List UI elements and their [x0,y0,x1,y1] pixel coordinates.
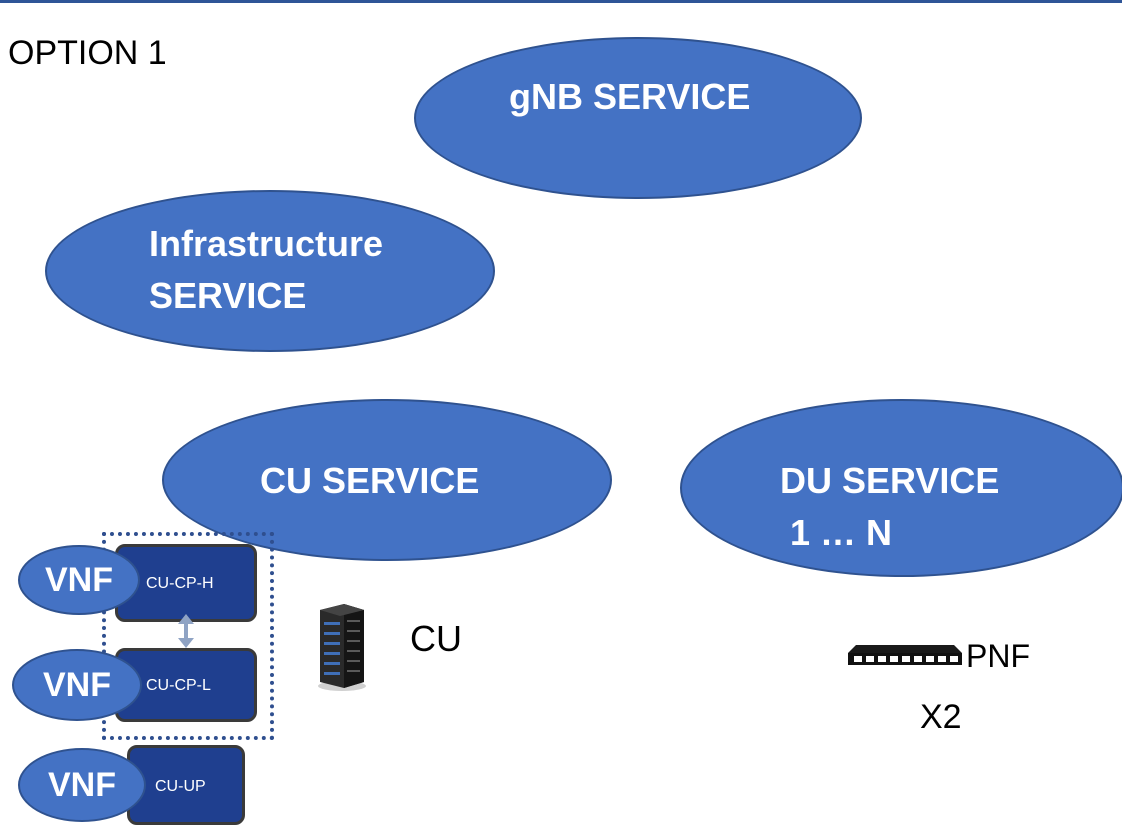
infrastructure-service-node: Infrastructure SERVICE [45,190,495,352]
cu-cp-l-label: CU-CP-L [146,677,211,694]
cu-up-label: CU-UP [155,778,206,795]
gnb-service-node: gNB SERVICE [414,37,862,199]
infrastructure-service-label: Infrastructure SERVICE [149,223,384,317]
slide-title: OPTION 1 [8,34,167,72]
gnb-service-label: gNB SERVICE [509,76,751,117]
cu-label: CU [410,618,462,659]
pnf-count-label: X2 [920,698,962,736]
vnf-badge-cu-up: VNF [18,748,146,822]
cu-cp-h-label: CU-CP-H [146,575,214,592]
du-service-label: DU SERVICE 1 … N [780,460,1000,554]
network-switch-icon [848,645,962,665]
du-service-node: DU SERVICE 1 … N [680,399,1122,577]
vnf-badge-label: VNF [43,665,111,704]
vnf-badge-label: VNF [45,560,113,599]
pnf-label: PNF [966,638,1030,674]
server-rack-icon [318,604,366,691]
vnf-badge-cu-cp-h: VNF [18,545,140,615]
vnf-badge-cu-cp-l: VNF [12,649,142,721]
double-arrow-icon [178,614,194,648]
cu-cp-group-frame [102,532,274,740]
top-border [0,0,1122,3]
cu-service-label: CU SERVICE [260,460,480,501]
cu-up-box: CU-UP [127,745,245,825]
vnf-badge-label: VNF [48,765,116,804]
